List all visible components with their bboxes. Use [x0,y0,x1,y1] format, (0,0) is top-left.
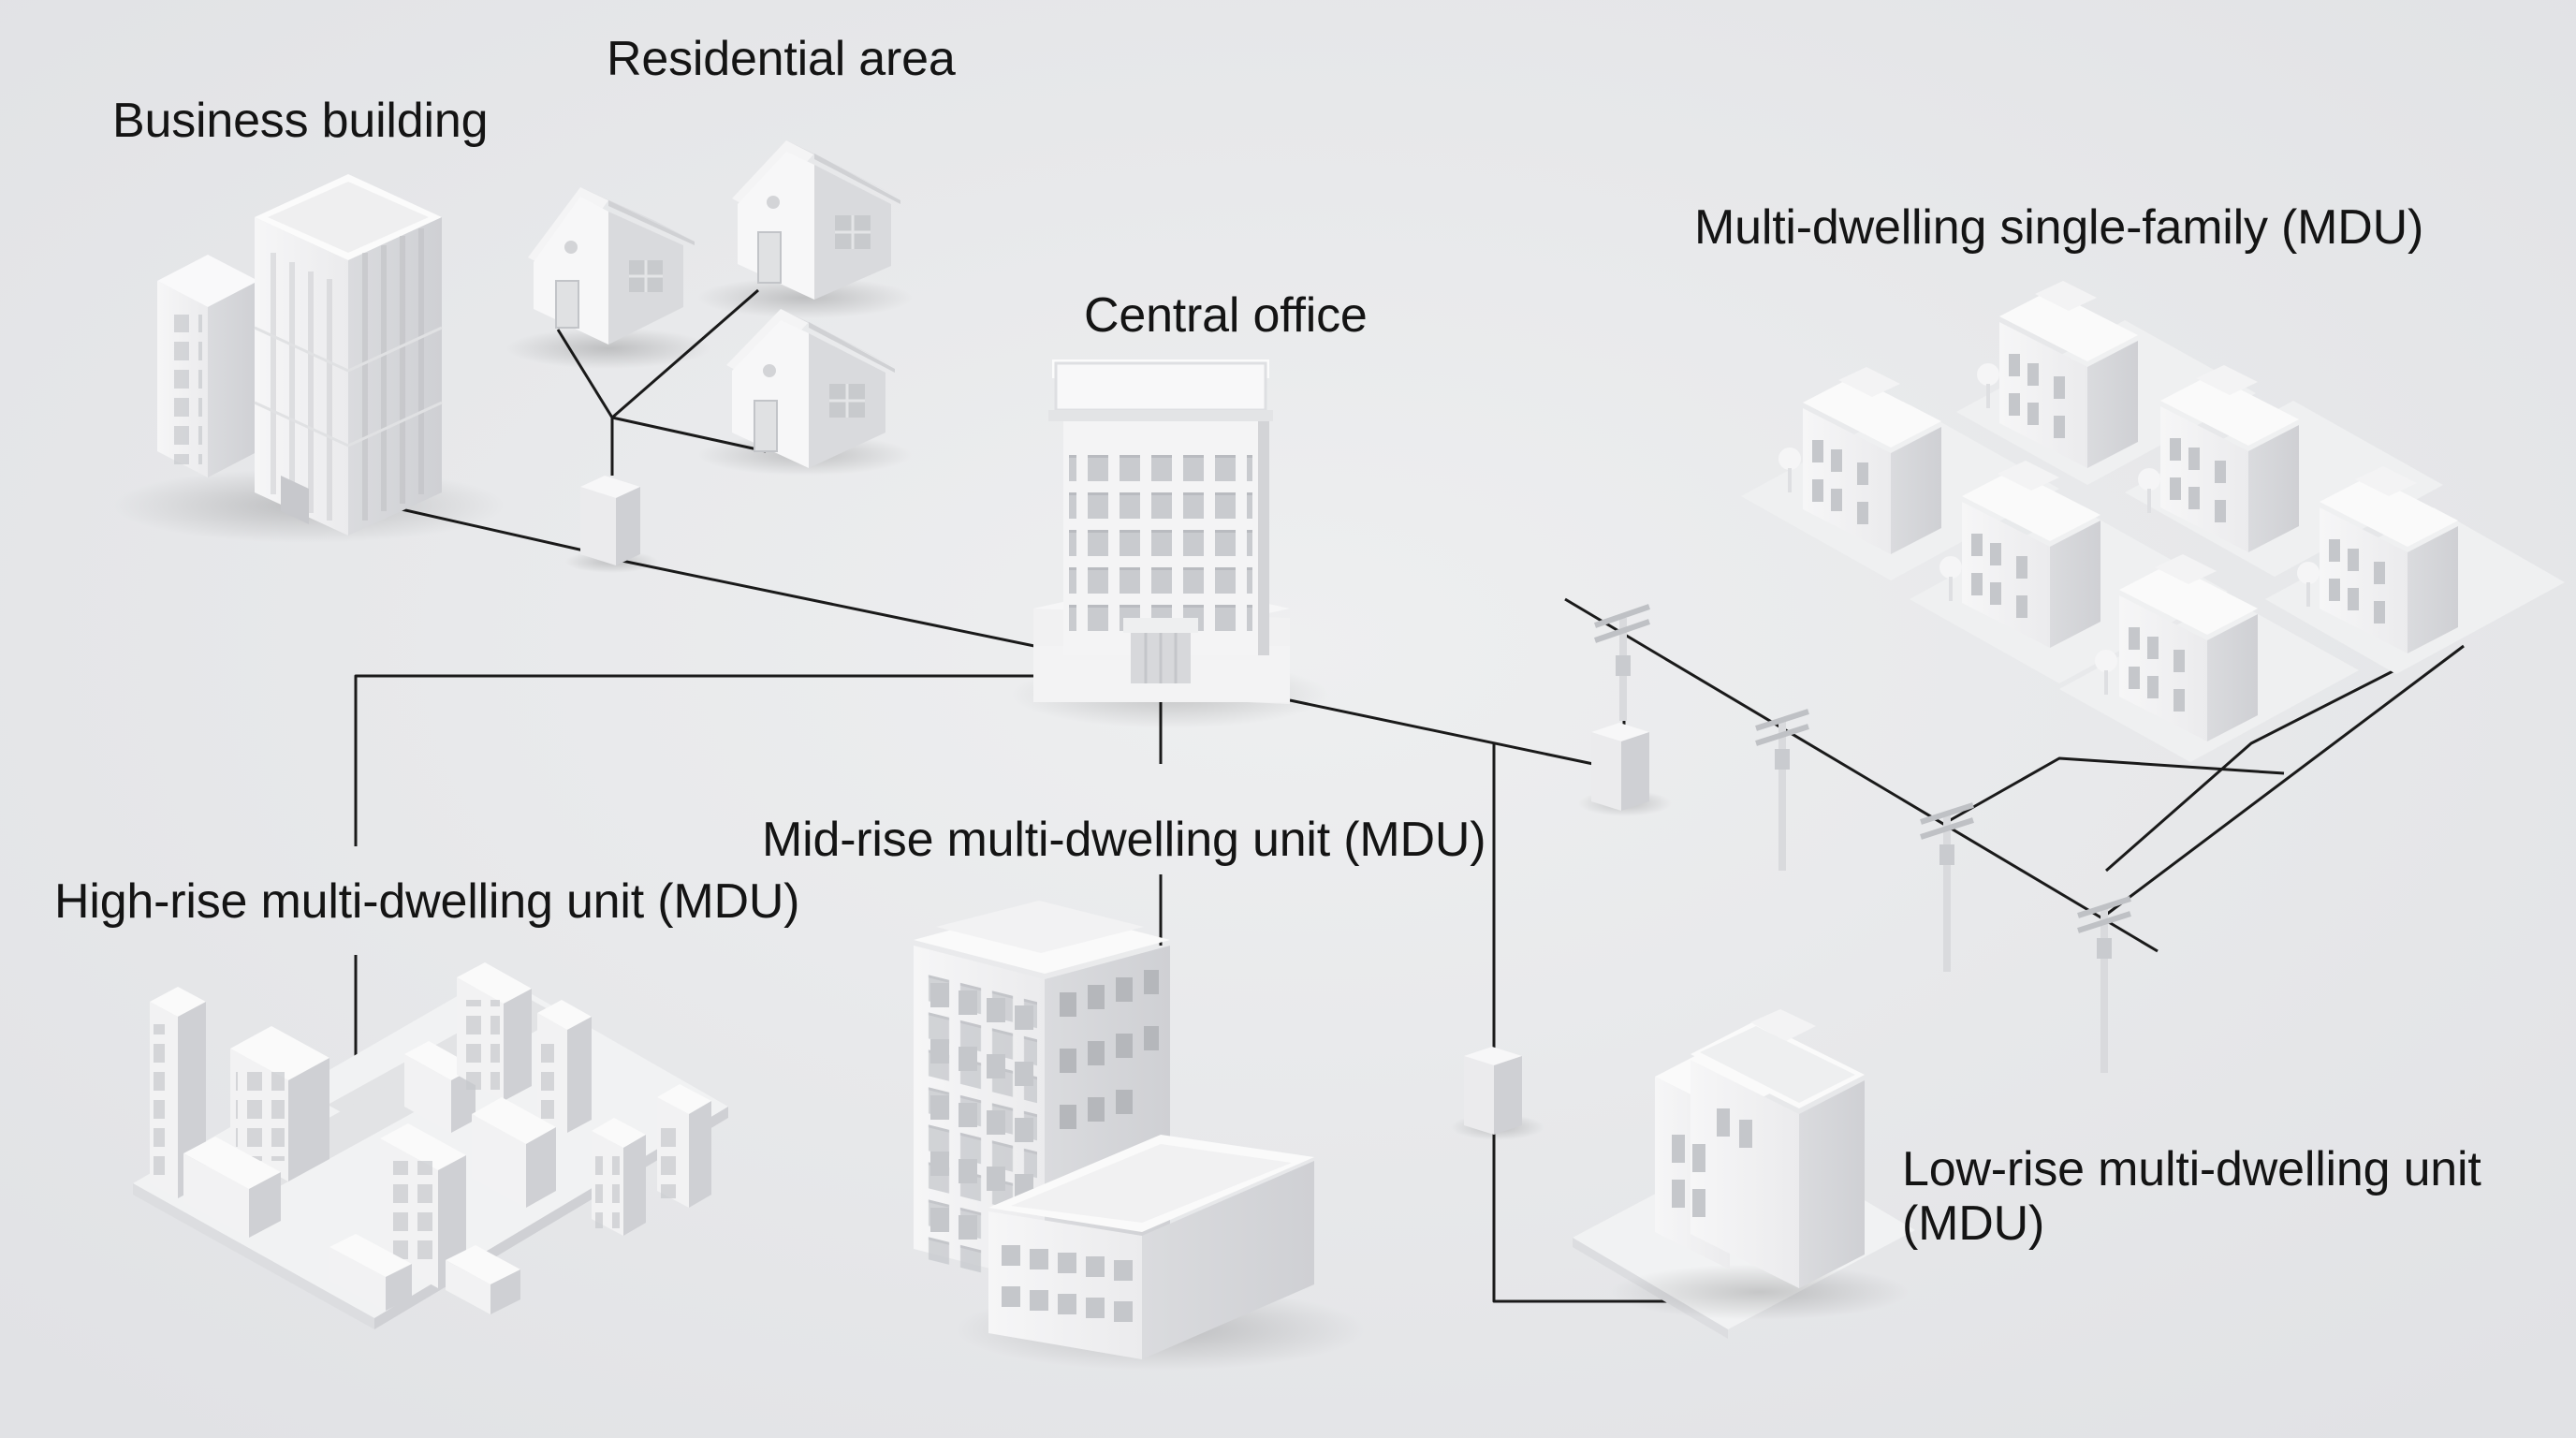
high-rise-tower-10 [657,1084,711,1208]
central-office [1011,360,1329,728]
high-rise-tower-9 [592,1118,646,1236]
utility-pole-3-icon [1920,802,1974,972]
residential-area [505,140,913,476]
label-mid-rise-mdu: Mid-rise multi-dwelling unit (MDU) [762,813,1486,867]
high-rise-tower-3 [183,1137,281,1238]
mdu-unit-4 [1939,461,2100,648]
mdu-unit-3 [2138,365,2299,552]
line-central-to-highrise-upper [354,674,1034,846]
utility-box-lowrise [1451,1047,1544,1140]
line-central-to-right-box [1289,698,1594,766]
label-multi-dwelling-single-family: Multi-dwelling single-family (MDU) [1694,200,2424,255]
line-aerial [1564,597,2159,953]
label-low-rise-mdu: Low-rise multi-dwelling unit (MDU) [1902,1142,2481,1251]
label-low-rise-mdu-line2: (MDU) [1902,1196,2045,1252]
mdu-unit-6 [2095,554,2258,741]
label-residential-area: Residential area [607,32,956,86]
high-rise-mdu [133,962,728,1329]
line-drop-mdu-1 [1946,756,2285,824]
mid-rise-mdu [914,901,1367,1371]
label-central-office: Central office [1084,288,1368,343]
house-3-icon [697,309,913,476]
mdu-unit-5 [2297,466,2458,653]
house-1-icon [505,187,711,369]
splitter-box-residential [565,476,659,573]
utility-poles [1594,604,2131,1073]
line-drop-mdu-2 [2105,637,2458,873]
high-rise-tower-11 [446,1245,520,1314]
utility-pole-2-icon [1755,709,1809,871]
line-box-to-central [607,556,1035,648]
utility-pole-1-icon [1594,604,1650,721]
label-business-building: Business building [112,94,489,148]
line-drop-mdu-3 [2101,644,2465,919]
high-rise-tower-2 [230,1026,329,1181]
label-high-rise-mdu: High-rise multi-dwelling unit (MDU) [54,874,800,929]
house-2-icon [697,140,913,318]
utility-box-right [1578,723,1672,816]
utility-pole-4-icon [2077,896,2131,1073]
line-box-to-lowrise [1492,1108,1668,1303]
mdu-unit-1 [1778,367,1941,554]
high-rise-tower-7 [472,1097,556,1208]
high-rise-tower-8 [537,1000,592,1133]
high-rise-tower-4 [380,1123,466,1288]
label-low-rise-mdu-line1: Low-rise multi-dwelling unit [1902,1142,2481,1196]
low-rise-mdu [1573,1009,1915,1339]
mdu-unit-2 [1977,281,2138,468]
mdu-single-family-cluster [1741,281,2565,762]
high-rise-tower-12 [329,1234,412,1311]
high-rise-tower-6 [457,962,532,1101]
business-building [112,174,505,543]
